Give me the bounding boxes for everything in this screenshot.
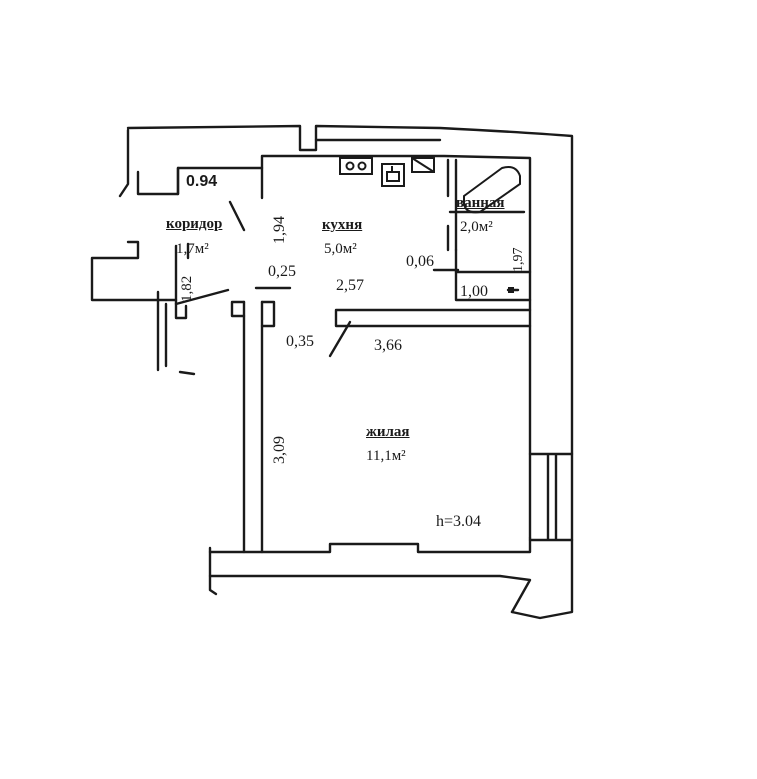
bath-left-wall	[446, 158, 458, 252]
kitchen-living-wall	[334, 308, 532, 328]
outer-wall-bottom-left	[208, 546, 218, 596]
cabinet-icon	[411, 157, 435, 173]
bath-bottom-wall	[454, 270, 532, 302]
outer-wall-top	[126, 124, 574, 620]
dim-leader-182	[174, 288, 230, 306]
sink-icon	[381, 163, 405, 187]
dim-leader-094	[228, 200, 246, 232]
bathtub-icon	[463, 166, 521, 214]
pipe-square	[508, 287, 514, 293]
window-right	[528, 452, 574, 542]
outer-wall-bottom-outer	[208, 574, 532, 614]
stove-icon	[339, 157, 373, 175]
partition-left-stub	[230, 300, 276, 328]
entry-lines	[156, 290, 196, 376]
outer-wall-top-inner	[136, 154, 532, 540]
partition-left	[242, 300, 264, 554]
dim-leader-035	[328, 320, 352, 358]
corridor-outer-wall	[118, 128, 130, 198]
corridor-lower-wall	[90, 240, 178, 302]
corridor-left-lower	[174, 244, 188, 320]
outer-wall-bottom	[208, 536, 532, 554]
